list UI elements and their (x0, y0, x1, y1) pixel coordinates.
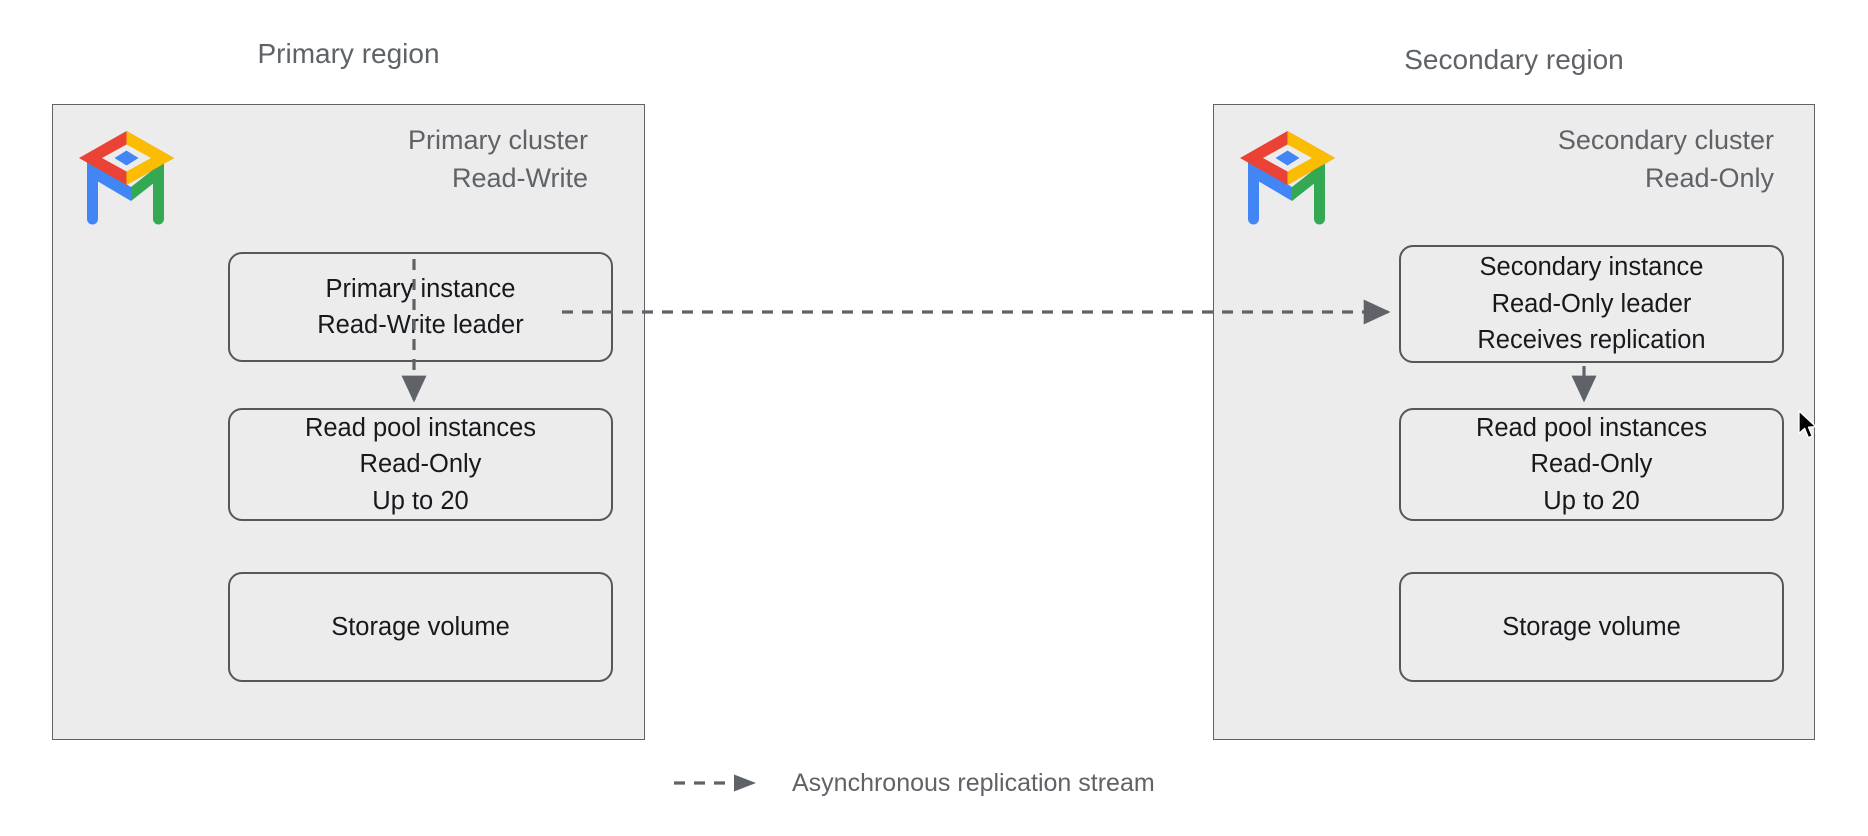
secondary-instance-node[interactable]: Secondary instance Read-Only leader Rece… (1399, 245, 1784, 363)
primary-cluster-container[interactable]: Primary cluster Read-Write Primary insta… (52, 104, 645, 740)
legend-item-label: Asynchronous replication stream (792, 769, 1155, 797)
dashed-arrow-icon (674, 774, 756, 792)
primary-region-title: Primary region (257, 38, 440, 69)
primary-instance-node[interactable]: Primary instance Read-Write leader (228, 252, 613, 362)
secondary-cluster-container[interactable]: Secondary cluster Read-Only Secondary in… (1213, 104, 1815, 740)
alloydb-logo (79, 131, 174, 225)
primary-storage-volume-node[interactable]: Storage volume (228, 572, 613, 682)
secondary-read-pool-node[interactable]: Read pool instances Read-Only Up to 20 (1399, 408, 1784, 521)
alloydb-logo (1240, 131, 1335, 225)
primary-cluster-label: Primary cluster Read-Write (407, 125, 588, 193)
legend: Asynchronous replication stream (672, 768, 1155, 798)
primary-read-pool-node[interactable]: Read pool instances Read-Only Up to 20 (228, 408, 613, 521)
secondary-storage-volume-node[interactable]: Storage volume (1399, 572, 1784, 682)
secondary-cluster-label: Secondary cluster Read-Only (1557, 125, 1774, 193)
secondary-region-title: Secondary region (1404, 44, 1624, 75)
mouse-pointer-icon (1798, 410, 1817, 439)
